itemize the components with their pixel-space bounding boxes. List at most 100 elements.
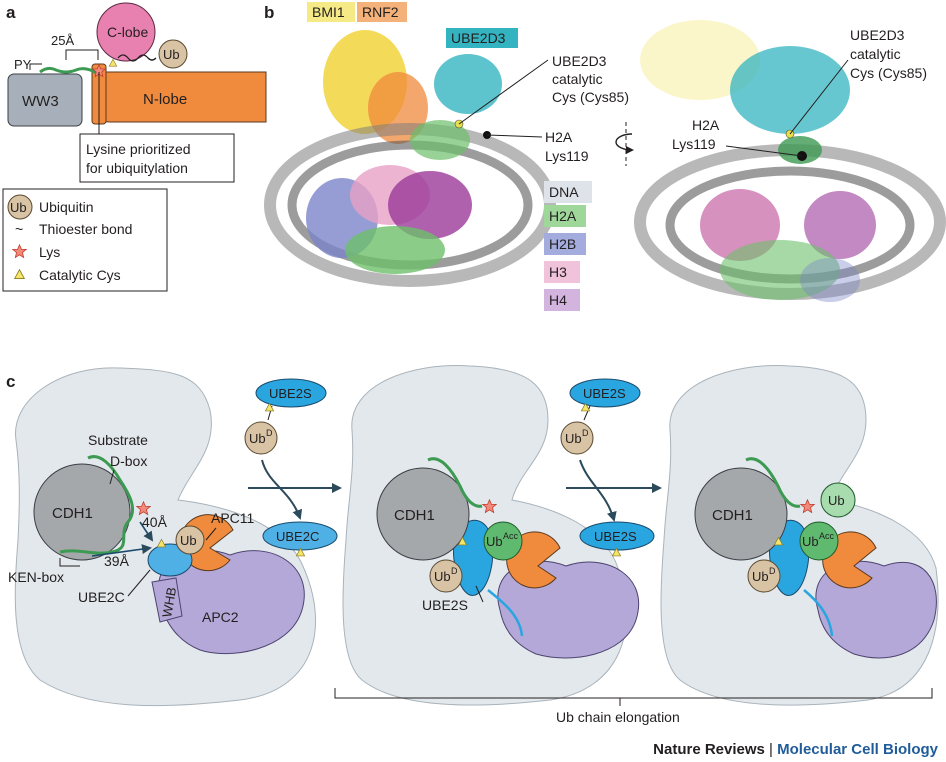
cys-right-line1: UBE2D3 [850, 27, 905, 43]
ubd-free-2 [560, 421, 594, 455]
c-lobe-domain [96, 2, 156, 62]
ube2c-bound [147, 543, 193, 577]
py-bracket [29, 63, 42, 70]
elongation-label: Ub chain elongation [556, 709, 680, 725]
ube2d3-chip [446, 28, 518, 48]
whb-shape [151, 577, 183, 623]
ube2d3-label: UBE2D3 [451, 30, 506, 46]
ubd-bound-3 [747, 559, 781, 593]
h2a-core-blob [345, 226, 445, 274]
h2a-right-line2: Lys119 [672, 136, 716, 152]
ub-a-label: Ub [163, 47, 180, 62]
apc11-label: APC11 [211, 510, 255, 526]
substrate-label: Substrate [88, 432, 148, 448]
panel-letter-b: b [264, 3, 274, 22]
cys-callout-right [789, 59, 849, 135]
h2a-patch-right [778, 136, 822, 164]
h2b-right-blob [800, 258, 860, 302]
ube2s-free-label-2: UBE2S [583, 386, 626, 401]
journal-separator: | [769, 741, 773, 758]
catalytic-cys-marker-a [108, 58, 118, 67]
key-h3-chip [544, 261, 580, 283]
legend: Ub Ubiquitin ~ Thioester bond Lys Cataly… [2, 188, 168, 292]
key-h3-label: H3 [549, 264, 567, 280]
ub-chain-label-3: Ub [828, 493, 845, 508]
legend-ubiquitin-text: Ubiquitin [39, 199, 93, 215]
substrate-strand-1 [59, 455, 134, 555]
panel-b-structure-right: UBE2D3 catalytic Cys (Cys85) H2A Lys119 [634, 20, 946, 302]
panel-c-transition1: UBE2S Ub D UBE2C [244, 378, 342, 557]
ubd-bound-sup-2: D [451, 566, 458, 576]
ube2d3-right-blob [730, 46, 850, 134]
key-dna-chip [544, 181, 592, 203]
h2a-top-blob [410, 120, 470, 160]
key-dna-label: DNA [549, 184, 579, 200]
ken-box-label: KEN-box [8, 569, 64, 585]
ubd-free-1 [244, 421, 278, 455]
ubd-free-base-1: Ub [249, 431, 266, 446]
arrow-39a [91, 544, 152, 557]
ubd-bound-base-2: Ub [434, 569, 451, 584]
n-lobe-label: N-lobe [143, 91, 187, 108]
key-h4-label: H4 [549, 292, 567, 308]
bmi1-label: BMI1 [312, 4, 345, 20]
ubd-bound-2 [429, 559, 463, 593]
legend-thioester-symbol: ~ [15, 221, 23, 237]
d40-label: 40Å [142, 514, 168, 530]
panel-c-transition2: UBE2S Ub D UBE2S [560, 378, 662, 557]
apc2-label: APC2 [202, 609, 239, 625]
ubacc-sup-2: Acc [503, 531, 519, 541]
dbox-leader [109, 469, 115, 485]
ube2s-released-label: UBE2S [594, 529, 637, 544]
substrate-peptide-a [39, 66, 99, 76]
ube2s-leader [475, 585, 484, 603]
h4-core-blob [388, 171, 472, 239]
ube2s-free-label-1: UBE2S [269, 386, 312, 401]
c-lobe-label: C-lobe [107, 24, 148, 40]
key-h4-chip [544, 289, 580, 311]
thioester-squiggle-a [117, 54, 157, 62]
h2a-right-line1: H2A [692, 117, 720, 133]
distance-bracket-a [65, 49, 99, 60]
dbox-label: D-box [110, 453, 147, 469]
legend-ub-symbol: Ub [10, 200, 27, 215]
rotation-arrow [615, 133, 634, 154]
ube2s-tail [487, 589, 524, 637]
cdh1-label-1: CDH1 [52, 505, 93, 522]
cys-callout-left [458, 59, 549, 125]
panel-a-schematic: N-lobe WW3 C-lobe Ub 25Å PY Lysine prior… [7, 2, 267, 183]
ubd-free-base-2: Ub [565, 431, 582, 446]
ube2c-bound-label: UBE2C [78, 589, 125, 605]
panel-letter-c: c [6, 372, 15, 391]
legend-cys-text: Catalytic Cys [39, 267, 121, 283]
subjournal-name: Molecular Cell Biology [777, 741, 938, 758]
ubacc-circle-3 [799, 521, 839, 561]
key-h2b-label: H2B [549, 236, 576, 252]
ken-box-bracket [59, 558, 80, 567]
elongation-bracket-line [334, 688, 933, 699]
cys-right-line2: catalytic [850, 46, 901, 62]
thioester-link-2 [583, 405, 591, 421]
ube2s-free-2 [569, 378, 641, 408]
py-label: PY [14, 57, 32, 72]
panel-c-stage3: CDH1 Ub Ub Acc Ub D [660, 365, 939, 706]
cdh1-label-3: CDH1 [712, 507, 753, 524]
panel-c-stage2: CDH1 Ub Acc Ub D UBE2S [342, 365, 639, 706]
ubacc-base-2: Ub [486, 534, 503, 549]
legend-ub-icon [7, 194, 33, 220]
ub-bound-label: Ub [180, 533, 197, 548]
panel-b-key: DNA H2A H2B H3 H4 [544, 181, 592, 311]
ubd-bound-base-3: Ub [752, 569, 769, 584]
transition-curve-2 [579, 459, 617, 522]
cdh1-circle-3 [694, 467, 788, 561]
h4-right-blob [804, 191, 876, 259]
h2a-callout-left [486, 134, 543, 138]
ube2c-leader [127, 569, 151, 597]
ubacc-circle-2 [483, 521, 523, 561]
ubacc-sup-3: Acc [819, 531, 835, 541]
cys-left-line1: UBE2D3 [552, 53, 607, 69]
h2a-left-line2: Lys119 [545, 148, 589, 164]
ub-bound-1 [175, 525, 205, 555]
lysine-callout-box [79, 133, 235, 183]
